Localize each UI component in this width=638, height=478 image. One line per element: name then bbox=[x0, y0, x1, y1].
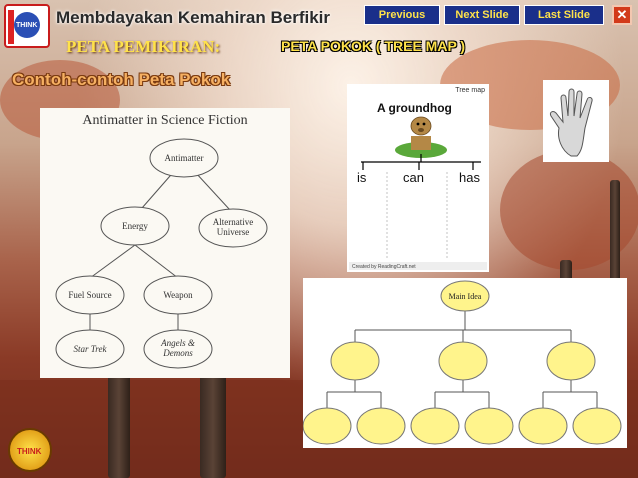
groundhog-tree-map: Tree map A groundhog is can has Create bbox=[349, 87, 487, 270]
branch-can: can bbox=[403, 170, 424, 185]
groundhog-icon bbox=[395, 116, 447, 158]
section-title: Contoh-contoh Peta Pokok bbox=[12, 70, 231, 89]
node-antimatter bbox=[149, 138, 219, 178]
hand-image bbox=[543, 80, 609, 162]
hand-icon bbox=[550, 88, 593, 157]
example-groundhog: Tree map A groundhog is can has Create bbox=[347, 84, 489, 272]
branch-is: is bbox=[357, 170, 367, 185]
label-universe: Universe bbox=[217, 227, 250, 237]
label-fuel-source: Fuel Source bbox=[68, 290, 111, 300]
example-antimatter: Antimatter in Science Fiction Antimatter… bbox=[40, 108, 290, 378]
app-title: Membdayakan Kemahiran Berfikir bbox=[56, 8, 330, 27]
antimatter-diagram: Antimatter in Science Fiction Antimatter… bbox=[55, 113, 268, 369]
close-button[interactable]: ✕ bbox=[612, 5, 632, 25]
node-energy bbox=[100, 206, 170, 246]
label-energy: Energy bbox=[122, 221, 148, 231]
node-angels-demons bbox=[143, 329, 213, 369]
branch-has: has bbox=[459, 170, 480, 185]
example-main-idea: Main Idea bbox=[303, 278, 627, 448]
slide-subheading: PETA POKOK ( TREE MAP ) bbox=[281, 38, 466, 54]
tree-map-label: Tree map bbox=[455, 87, 485, 94]
groundhog-title: A groundhog bbox=[377, 101, 452, 115]
label-star-trek: Star Trek bbox=[74, 344, 108, 354]
label-antimatter: Antimatter bbox=[165, 153, 204, 163]
previous-button[interactable]: Previous bbox=[364, 5, 440, 25]
label-angels: Angels & bbox=[160, 338, 195, 348]
think-logo: THINK bbox=[4, 4, 50, 48]
next-slide-button[interactable]: Next Slide bbox=[444, 5, 520, 25]
label-demons: Demons bbox=[162, 348, 193, 358]
node-weapon bbox=[143, 275, 213, 315]
node-star-trek bbox=[55, 329, 125, 369]
diagram-title: Antimatter in Science Fiction bbox=[82, 113, 247, 128]
top-bar: THINK Membdayakan Kemahiran Berfikir Pre… bbox=[0, 0, 638, 48]
footer-credit: Created by ReadingCraft.net bbox=[352, 264, 416, 270]
logo-text: THINK bbox=[16, 22, 38, 29]
main-idea-label: Main Idea bbox=[449, 292, 482, 301]
label-weapon: Weapon bbox=[163, 290, 193, 300]
node-fuel-source bbox=[55, 275, 125, 315]
main-idea-tree-map: Main Idea bbox=[303, 280, 622, 445]
label-alternative: Alternative bbox=[213, 217, 253, 227]
bottom-logo-text: THINK bbox=[17, 447, 42, 456]
node-alternative-universe bbox=[198, 208, 268, 248]
program-think-logo: THINK bbox=[8, 428, 52, 472]
last-slide-button[interactable]: Last Slide bbox=[524, 5, 604, 25]
slide-heading: PETA PEMIKIRAN: bbox=[66, 37, 221, 56]
